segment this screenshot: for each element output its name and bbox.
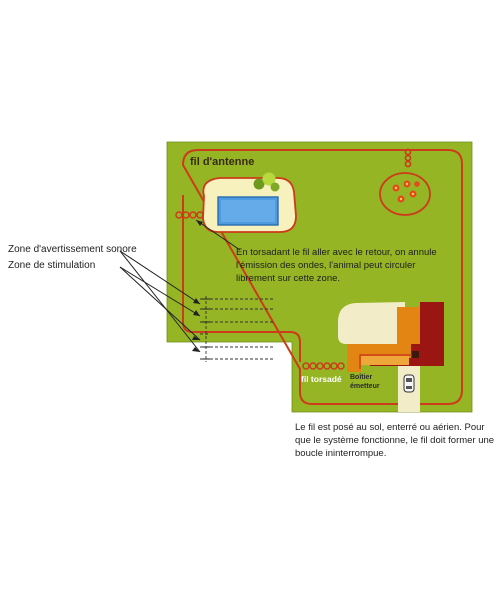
pose-note: Le fil est posé au sol, enterré ou aérie… [295,422,495,459]
annotation-arrows [119,219,241,353]
fil-torsade-label: fil torsadé [301,374,342,384]
zone-ticks [202,298,210,360]
pool-island [202,172,297,233]
torsade-note: En torsadant le fil aller avec le retour… [236,247,437,284]
arrow-heads [192,220,203,352]
twisted-wire-house [302,362,345,370]
zone-sonore-label: Zone d'avertissement sonore [8,244,137,255]
zone-lines [200,296,273,362]
fil-antenne-label: fil d'antenne [190,156,255,168]
transmitter-box [412,351,419,358]
boitier-emetteur-label: Boîtier émetteur [350,374,380,390]
flower-bed [379,172,431,216]
boundary-wire [181,149,463,405]
house [338,302,444,372]
zone-stimulation-label: Zone de stimulation [8,260,96,271]
tree-icon [253,172,280,192]
car-icon [403,374,415,393]
wire-loops-top [404,148,412,168]
